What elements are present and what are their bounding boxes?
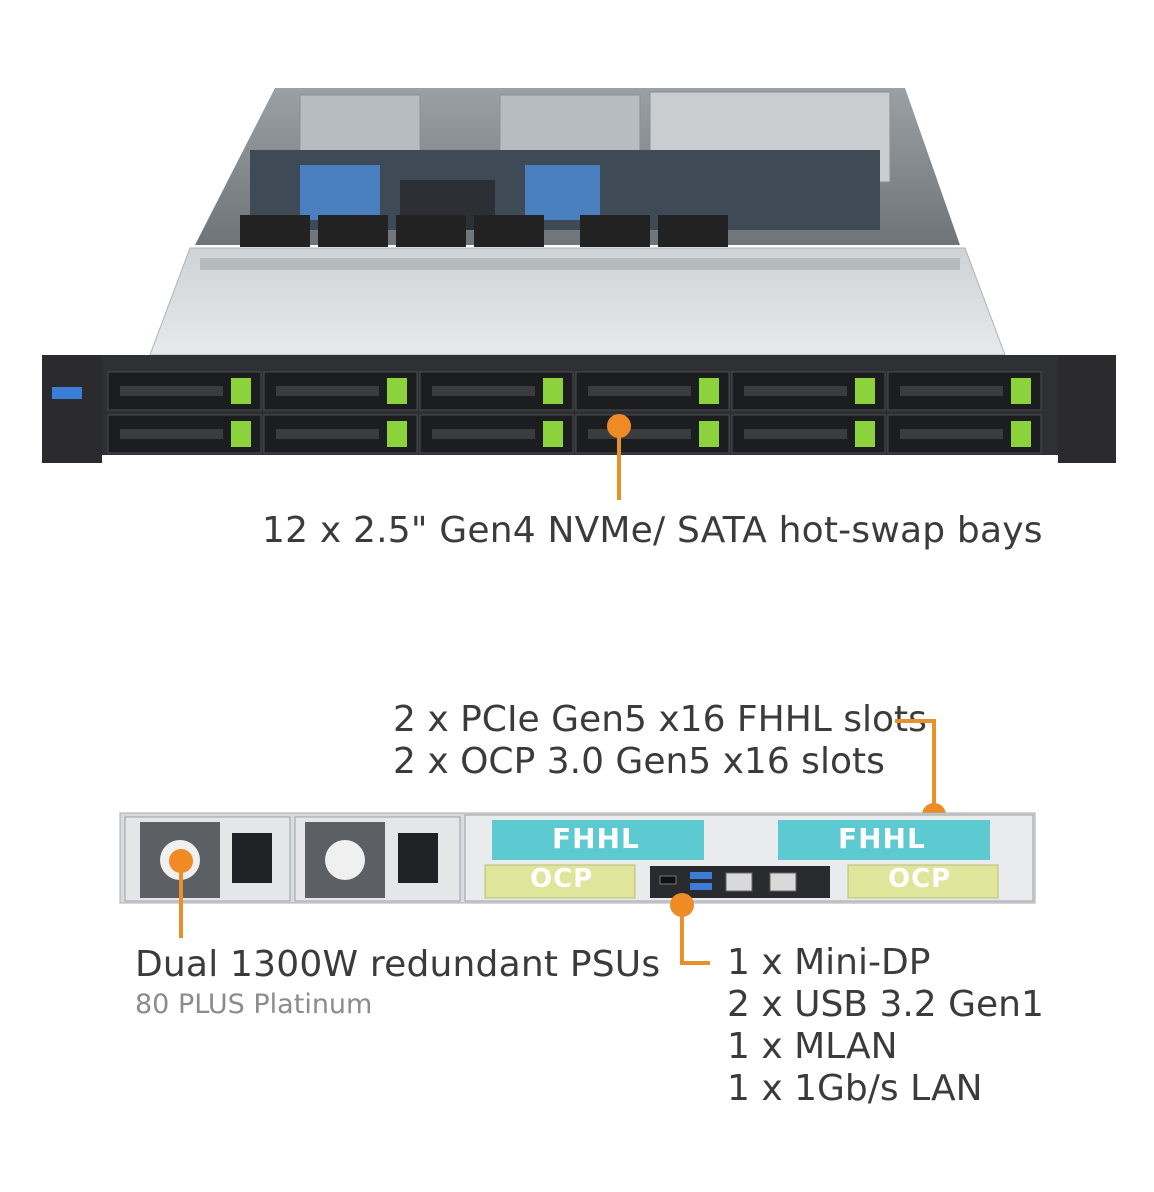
rack-ear-left <box>42 355 102 463</box>
pcie-callout-line-h <box>895 719 935 723</box>
riser-bracket-left <box>299 94 421 156</box>
psu-callout-line <box>179 870 183 938</box>
io-callout-line-v <box>680 912 684 964</box>
lid-vent-strip <box>200 258 960 270</box>
drive-bay <box>887 371 1042 411</box>
psu-1-power-inlet <box>232 833 272 883</box>
fan-row <box>240 215 728 247</box>
io-mini-dp-text: 1 x Mini-DP <box>727 942 931 983</box>
drive-bay-latch <box>855 378 875 404</box>
usb-port-front <box>52 387 82 399</box>
drive-bay <box>107 414 262 454</box>
ocp-right-label: OCP <box>888 864 952 894</box>
drive-bay-latch <box>1011 378 1031 404</box>
drive-bay <box>575 414 730 454</box>
lan-port <box>769 872 797 892</box>
io-lan-text: 1 x 1Gb/s LAN <box>727 1068 983 1109</box>
usb-port-rear-1 <box>690 872 712 879</box>
psu-callout-text: Dual 1300W redundant PSUs <box>135 944 661 985</box>
mini-dp-port <box>659 875 677 885</box>
drive-bay <box>731 414 886 454</box>
ocp-slots-text: 2 x OCP 3.0 Gen5 x16 slots <box>393 741 885 782</box>
drive-bay <box>887 414 1042 454</box>
ocp-slot-right <box>847 864 999 899</box>
drive-bay <box>263 371 418 411</box>
drive-bay-latch <box>387 421 407 447</box>
io-callout-line-h <box>680 961 710 965</box>
dimm-bank-right <box>525 165 600 220</box>
psu-callout-dot <box>169 849 193 873</box>
drive-bay <box>419 414 574 454</box>
drive-bay <box>263 414 418 454</box>
drive-bay-latch <box>699 378 719 404</box>
drive-bay <box>419 371 574 411</box>
drive-bay-latch <box>231 378 251 404</box>
bay-callout-line <box>617 430 621 500</box>
drive-bay <box>731 371 886 411</box>
psu-2-power-inlet <box>398 833 438 883</box>
usb-port-rear-2 <box>690 883 712 890</box>
drive-bay-grid <box>107 371 1042 454</box>
drive-bay-latch <box>543 421 563 447</box>
dimm-bank-left <box>300 165 380 220</box>
drive-bay-latch <box>387 378 407 404</box>
drive-bay <box>575 371 730 411</box>
ocp-left-label: OCP <box>530 864 594 894</box>
rack-ear-right <box>1058 355 1116 463</box>
io-mlan-text: 1 x MLAN <box>727 1026 898 1067</box>
drive-bay-latch <box>1011 421 1031 447</box>
psu-callout-subtext: 80 PLUS Platinum <box>135 989 373 1020</box>
pcie-slots-text: 2 x PCIe Gen5 x16 FHHL slots <box>393 699 927 740</box>
drive-bay-latch <box>231 421 251 447</box>
fhhl-slot-right <box>778 820 990 860</box>
ocp-slot-left <box>484 864 636 899</box>
fhhl-right-label: FHHL <box>838 822 926 855</box>
mlan-port <box>725 872 753 892</box>
bay-callout-text: 12 x 2.5" Gen4 NVMe/ SATA hot-swap bays <box>262 510 1043 551</box>
pcie-callout-line-v <box>932 719 936 809</box>
drive-bay-latch <box>543 378 563 404</box>
fhhl-left-label: FHHL <box>552 822 640 855</box>
drive-bay-latch <box>855 421 875 447</box>
drive-bay-latch <box>699 421 719 447</box>
drive-bay <box>107 371 262 411</box>
io-usb-text: 2 x USB 3.2 Gen1 <box>727 984 1044 1025</box>
fhhl-slot-left <box>492 820 704 860</box>
